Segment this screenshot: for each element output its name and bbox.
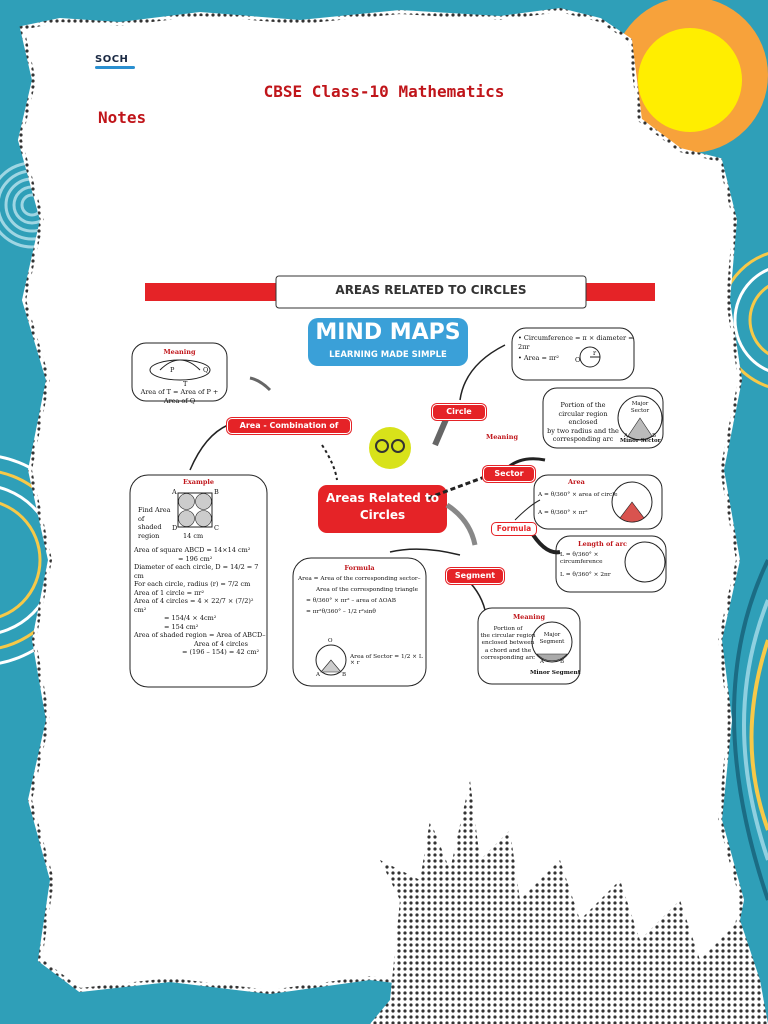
mind-map: AREAS RELATED TO CIRCLES MIND MAPS LEARN… — [90, 270, 680, 715]
area-formula-2: A = θ/360° × πr² — [538, 510, 588, 516]
major-sector-line: Major — [631, 401, 649, 407]
segment-point-a: A — [540, 659, 544, 665]
example-line: Diameter of each circle, D = 14/2 = 7 cm — [134, 563, 259, 580]
segment-meaning-line: Portion of — [493, 626, 523, 632]
segment-meaning-line: enclosed between — [481, 640, 535, 647]
example-line: = 154 cm² — [164, 622, 199, 631]
arc-formula-2: L = θ/360° × 2πr — [560, 572, 611, 578]
example-line: Area of 4 circles — [194, 639, 248, 648]
node-circle: Circle — [432, 404, 486, 420]
minor-sector-label: Minor Sector — [620, 438, 661, 444]
example-corner-c: C — [214, 524, 219, 532]
segment-meaning-line: corresponding arc — [481, 654, 535, 661]
sector-meaning-line: Portion of the — [560, 401, 606, 409]
segment-meaning-title: Meaning — [512, 613, 545, 621]
soch-logo: SOCH — [95, 54, 135, 69]
mindmap-brand-title: MIND MAPS — [315, 320, 461, 345]
example-line: = 154/4 × 4cm² — [164, 614, 217, 622]
center-node: Areas Related to Circles — [317, 490, 448, 524]
area-box-title: Area — [568, 478, 585, 486]
example-corner-b: B — [214, 488, 219, 496]
segment-formula-a: A — [316, 672, 320, 678]
sun-icon — [612, 0, 768, 153]
circle-area: • Area = πr² — [518, 354, 559, 362]
sector-meaning-text: Portion of the circular region enclosed … — [546, 401, 620, 444]
center-node-line1: Areas Related to — [326, 491, 439, 505]
segment-meaning-line: the circular region — [480, 633, 536, 640]
node-formula: Formula — [491, 522, 537, 536]
sector-meaning-heading: Meaning — [486, 433, 519, 441]
arc-box-title: Length of arc — [578, 540, 627, 548]
circle-radius-r: r — [593, 349, 597, 357]
mind-map-drawing — [129, 275, 667, 688]
sector-area-formula: Area of Sector = 1/2 × L × r — [350, 654, 423, 666]
example-find: Find Area of shaded region — [138, 506, 178, 540]
segment-formula-line: Area = Area of the corresponding sector– — [298, 576, 421, 582]
example-line: For each circle, radius (r) = 7/2 cm — [134, 580, 251, 588]
node-combination: Area - Combination of figures — [227, 418, 351, 444]
meaning-left-p: P — [170, 366, 175, 374]
segment-meaning-text: Portion of the circular region enclosed … — [480, 626, 536, 662]
segment-formula-line: = πr²θ/360° – 1/2 r²sinθ — [306, 609, 376, 615]
example-dimension: 14 cm — [183, 532, 204, 540]
segment-formula-o: O — [328, 638, 333, 644]
example-line: Area of 1 circle = πr² — [134, 588, 205, 597]
example-corner-d: D — [172, 524, 178, 532]
example-solution: Area of square ABCD = 14×14 cm² = 196 cm… — [134, 546, 267, 657]
meaning-left-t: T — [183, 380, 188, 388]
sector-meaning-line: by two radius and the — [547, 426, 619, 435]
segment-formula-lines: Area = Area of the corresponding sector–… — [298, 574, 424, 618]
example-line: Area of square ABCD = 14×14 cm² — [134, 546, 251, 554]
example-title: Example — [182, 478, 215, 486]
example-line: = (196 – 154) = 42 cm² — [182, 648, 260, 656]
example-find-line2: shaded region — [138, 523, 162, 540]
area-formula-1: A = θ/360° × area of circle — [538, 492, 618, 498]
example-corner-a: A — [172, 488, 177, 496]
meaning-left-title: Meaning — [163, 348, 196, 356]
major-segment-line: Major — [543, 632, 561, 638]
example-line: = 196 cm² — [178, 554, 213, 563]
mindmap-brand-subtitle: LEARNING MADE SIMPLE — [329, 350, 447, 360]
segment-formula-title: Formula — [344, 564, 375, 572]
center-node-line2: Circles — [359, 508, 406, 522]
segment-formula-line: = θ/360° × πr² – area of ΔOAB — [306, 598, 396, 604]
circle-center-o: O — [575, 356, 581, 364]
major-segment-label: Major Segment — [537, 632, 567, 645]
sector-point-a: A — [624, 433, 628, 439]
minor-segment-label: Minor Segment — [530, 670, 581, 676]
major-sector-label: Major Sector — [625, 401, 655, 414]
node-segment: Segment — [446, 568, 504, 584]
segment-formula-b: B — [342, 672, 347, 678]
grass-decoration — [370, 780, 768, 1024]
example-find-line1: Find Area of — [138, 506, 171, 523]
arc-formula-1: L = θ/360° × circumference — [560, 552, 603, 565]
segment-formula-line: Area of the corresponding triangle — [316, 587, 419, 593]
meaning-left-text: Area of T = Area of P + Area of Q — [140, 388, 219, 405]
sector-meaning-line: circular region enclosed — [558, 409, 608, 427]
sector-point-b: B — [652, 433, 657, 439]
node-sector: Sector — [483, 466, 535, 482]
example-line: Area of 4 circles = 4 × 22/7 × (7/2)² cm… — [134, 597, 254, 614]
segment-point-b: B — [560, 659, 565, 665]
major-segment-line: Segment — [539, 638, 565, 645]
page-title: CBSE Class-10 Mathematics — [263, 82, 505, 101]
example-line: Area of shaded region = Area of ABCD– — [134, 631, 266, 639]
major-sector-line: Sector — [630, 407, 650, 414]
sector-meaning-line: corresponding arc — [552, 435, 614, 443]
meaning-left-q: Q — [203, 366, 209, 374]
wave-decoration-right — [732, 559, 768, 901]
section-heading: Notes — [98, 108, 147, 127]
circle-circumference: • Circumference = π × diameter = 2πr — [518, 334, 634, 351]
segment-meaning-line: a chord and the — [484, 647, 532, 654]
mindmap-banner: AREAS RELATED TO CIRCLES — [335, 283, 527, 297]
